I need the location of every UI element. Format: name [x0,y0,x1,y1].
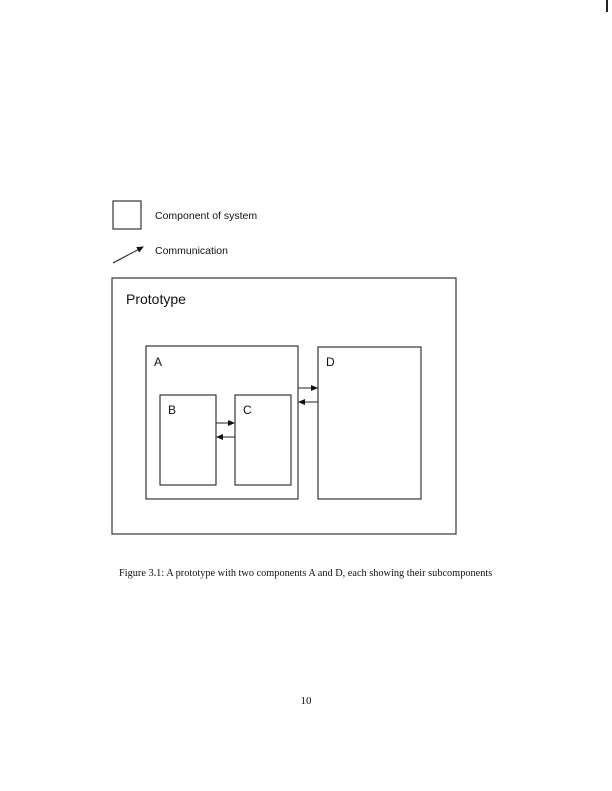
component-a-label: A [154,355,162,369]
legend-communication-label: Communication [155,245,228,257]
component-d-box [317,346,422,500]
component-a-box [145,345,299,500]
legend-component-label: Component of system [155,210,257,222]
component-b-box [159,394,217,486]
page-number: 10 [301,695,313,707]
legend-component-icon [112,200,142,230]
component-d-label: D [326,355,335,369]
scan-mark [606,0,608,12]
legend-communication-arrow-icon [112,246,144,264]
component-b-label: B [168,403,176,417]
prototype-label: Prototype [126,291,186,307]
component-c-label: C [243,403,252,417]
figure-caption: Figure 3.1: A prototype with two compone… [119,568,492,579]
component-c-box [234,394,292,486]
prototype-box [111,277,457,535]
